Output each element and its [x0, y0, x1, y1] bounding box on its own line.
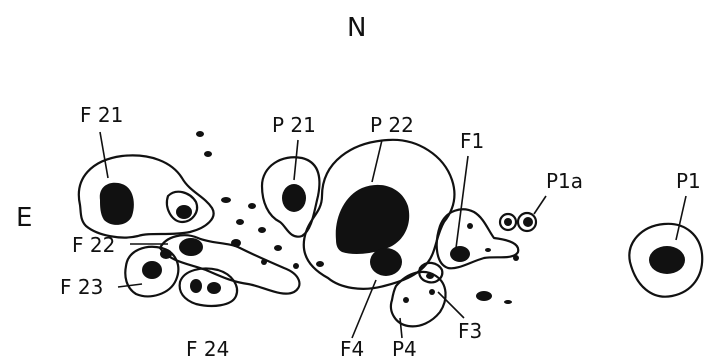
p1-umbra: [649, 246, 685, 274]
f3-umbra: [476, 291, 492, 301]
label-p4: P4: [392, 337, 417, 361]
p21-umbra: [282, 184, 306, 212]
pore: [485, 248, 491, 252]
pore: [429, 289, 435, 295]
label-f23: F 23: [60, 275, 103, 299]
label-p1a: P1a: [546, 169, 583, 193]
label-f3: F3: [458, 319, 482, 343]
f21-small-umbra: [176, 205, 192, 219]
f21-penumbra-outline: [79, 155, 214, 237]
p1a-umbra-left: [504, 218, 512, 226]
pore: [504, 300, 512, 304]
label-p1: P1: [676, 169, 701, 193]
label-p22: P 22: [370, 113, 414, 137]
p21-leader: [294, 140, 298, 180]
pore: [204, 151, 212, 157]
pore: [196, 131, 204, 137]
f23-umbra: [142, 261, 162, 279]
p22-umbra: [336, 185, 409, 254]
label-f24: F 24: [186, 337, 229, 361]
pore: [293, 263, 299, 269]
f22-umbra: [179, 238, 203, 256]
pore: [231, 239, 241, 247]
f1-umbra: [450, 246, 470, 262]
pore: [236, 219, 244, 225]
label-f22: F 22: [72, 233, 115, 257]
pore: [513, 255, 519, 261]
pore: [221, 197, 231, 203]
pore: [316, 261, 324, 267]
p1a-leader: [534, 196, 546, 214]
pore: [467, 223, 473, 229]
p22-leader: [372, 140, 382, 182]
pore: [274, 245, 282, 251]
p1a-umbra-right: [523, 217, 533, 227]
f1-penumbra-outline: [437, 209, 519, 268]
f1-leader: [456, 156, 468, 248]
pore: [248, 203, 256, 209]
label-p21: P 21: [272, 113, 316, 137]
p22-lower-umbra: [370, 248, 402, 276]
f22-small-umbra: [160, 249, 172, 259]
p1-leader: [676, 196, 686, 240]
f24-umbra-right: [207, 282, 221, 294]
p4-leader: [400, 318, 402, 338]
pore: [426, 273, 434, 279]
f23-leader: [118, 284, 142, 287]
f21-umbra: [100, 183, 134, 225]
f21-leader: [100, 132, 108, 178]
f24-umbra-left: [190, 279, 202, 293]
pore: [258, 227, 266, 233]
pore: [261, 259, 267, 265]
label-f4: F4: [340, 337, 364, 361]
east-label: E: [16, 203, 32, 233]
pore: [403, 297, 409, 303]
f3-leader: [438, 292, 464, 318]
label-f21: F 21: [80, 103, 123, 127]
label-f1: F1: [460, 129, 484, 153]
north-label: N: [347, 13, 366, 43]
